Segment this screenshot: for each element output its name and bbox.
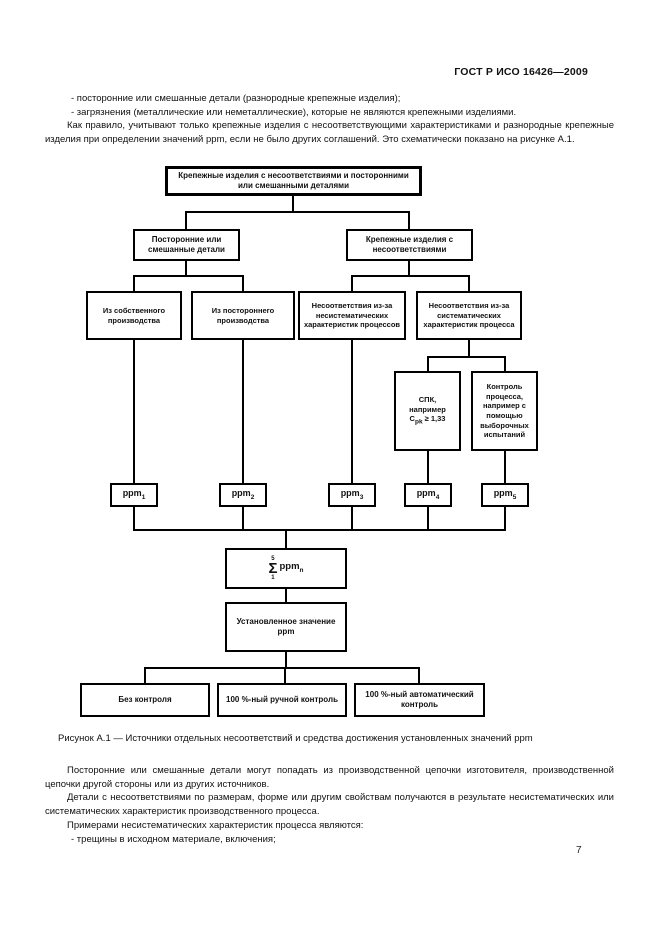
flow-connector <box>418 667 420 683</box>
flow-connector <box>185 261 187 276</box>
flow-connector <box>284 667 286 683</box>
flow-box-outside-production: Из постороннего производства <box>191 291 295 340</box>
flow-connector <box>185 211 187 229</box>
body-paragraph-2: Детали с несоответствиями по размерам, ф… <box>45 792 614 818</box>
flow-box-ppm1: ppm1 <box>110 483 158 507</box>
intro-paragraph: Как правило, учитывают только крепежные … <box>45 120 614 146</box>
sum-formula: 5 Σ 1 ppmn <box>268 556 304 581</box>
flow-box-no-control-label: Без контроля <box>118 694 172 704</box>
flow-connector <box>133 275 135 291</box>
flow-box-no-control: Без контроля <box>80 683 210 717</box>
flow-box-automatic-control-label: 100 %-ный автоматический контроль <box>365 689 474 709</box>
flow-connector <box>185 211 410 213</box>
spc-formula: Cpk ≥ 1,33 <box>409 414 446 426</box>
intro-bullet-2: - загрязнения (металлические или неметал… <box>71 106 517 118</box>
body-bullet-1: - трещины в исходном материале, включени… <box>71 833 276 845</box>
flow-connector <box>133 529 506 531</box>
flow-connector <box>351 340 353 483</box>
flow-box-nonsystematic-label: Несоответствия из-за несистематических х… <box>303 301 401 330</box>
flow-box-fasteners-nonconformities: Крепежные изделия с несоответствиями <box>346 229 473 261</box>
flow-connector <box>292 196 294 212</box>
ppm4-label: ppm4 <box>416 487 440 501</box>
flow-box-established-ppm-label: Установленное значение ppm <box>236 616 336 636</box>
flow-connector <box>133 340 135 483</box>
flow-box-root-label: Крепежные изделия с несоответствиями и п… <box>178 170 409 190</box>
flow-box-ppm5: ppm5 <box>481 483 529 507</box>
flow-connector <box>242 275 244 291</box>
ppm5-label: ppm5 <box>493 487 517 501</box>
flow-connector <box>504 507 506 531</box>
flow-box-spc: СПК, например Cpk ≥ 1,33 <box>394 371 461 451</box>
standard-code-header: ГОСТ Р ИСО 16426—2009 <box>454 66 588 78</box>
flow-box-foreign-parts: Посторонние или смешанные детали <box>133 229 240 261</box>
flow-box-automatic-control: 100 %-ный автоматический контроль <box>354 683 485 717</box>
body-paragraph-3: Примерами несистематических характеристи… <box>67 819 364 831</box>
flow-connector <box>285 529 287 548</box>
flow-connector <box>427 507 429 531</box>
flow-box-manual-control: 100 %-ный ручной контроль <box>217 683 347 717</box>
flow-connector <box>144 667 146 683</box>
ppm2-label: ppm2 <box>231 487 255 501</box>
flow-box-process-control: Контроль процесса, например с помощью вы… <box>471 371 538 451</box>
flow-connector <box>351 507 353 531</box>
flow-box-nonsystematic: Несоответствия из-за несистематических х… <box>298 291 406 340</box>
page-number: 7 <box>576 845 582 856</box>
flow-connector <box>351 275 353 291</box>
flow-connector <box>144 667 420 669</box>
spc-line2: например <box>409 404 446 414</box>
flow-connector <box>427 451 429 483</box>
flow-connector <box>468 340 470 357</box>
flow-box-established-ppm: Установленное значение ppm <box>225 602 347 652</box>
intro-bullet-1: - посторонние или смешанные детали (разн… <box>71 93 401 104</box>
flow-connector <box>504 451 506 483</box>
sigma-symbol: Σ <box>268 560 278 577</box>
flow-box-outside-production-label: Из постороннего производства <box>211 305 275 325</box>
flow-connector <box>285 652 287 668</box>
flow-box-systematic-label: Несоответствия из-за систематических хар… <box>423 301 515 330</box>
flow-connector <box>133 507 135 531</box>
flow-connector <box>427 356 429 371</box>
flow-box-ppm2: ppm2 <box>219 483 267 507</box>
flow-box-manual-control-label: 100 %-ный ручной контроль <box>226 694 338 704</box>
flow-box-ppm3: ppm3 <box>328 483 376 507</box>
flow-box-sum: 5 Σ 1 ppmn <box>225 548 347 589</box>
figure-caption: Рисунок А.1 — Источники отдельных несоот… <box>58 733 533 744</box>
flow-box-root: Крепежные изделия с несоответствиями и п… <box>165 166 422 196</box>
flow-connector <box>504 356 506 371</box>
flow-connector <box>468 275 470 291</box>
flow-connector <box>408 211 410 229</box>
flow-box-ppm4: ppm4 <box>404 483 452 507</box>
flow-box-systematic: Несоответствия из-за систематических хар… <box>416 291 522 340</box>
intro-text: - посторонние или смешанные детали (разн… <box>45 92 614 147</box>
flow-box-fasteners-nonconformities-label: Крепежные изделия с несоответствиями <box>365 234 454 254</box>
flow-box-process-control-label: Контроль процесса, например с помощью вы… <box>480 382 529 440</box>
flow-box-foreign-parts-label: Посторонние или смешанные детали <box>148 234 225 254</box>
flow-connector <box>242 507 244 531</box>
flow-box-own-production: Из собственного производства <box>86 291 182 340</box>
ppm1-label: ppm1 <box>122 487 146 501</box>
ppm3-label: ppm3 <box>340 487 364 501</box>
body-paragraph-1: Посторонние или смешанные детали могут п… <box>45 765 614 790</box>
flow-box-own-production-label: Из собственного производства <box>102 305 166 325</box>
flow-connector <box>351 275 470 277</box>
flow-connector <box>133 275 244 277</box>
flow-connector <box>408 261 410 276</box>
flow-connector <box>427 356 506 358</box>
body-text: Посторонние или смешанные детали могут п… <box>45 764 614 846</box>
flow-connector <box>285 589 287 602</box>
spc-line1: СПК, <box>418 395 437 405</box>
flow-connector <box>242 340 244 483</box>
